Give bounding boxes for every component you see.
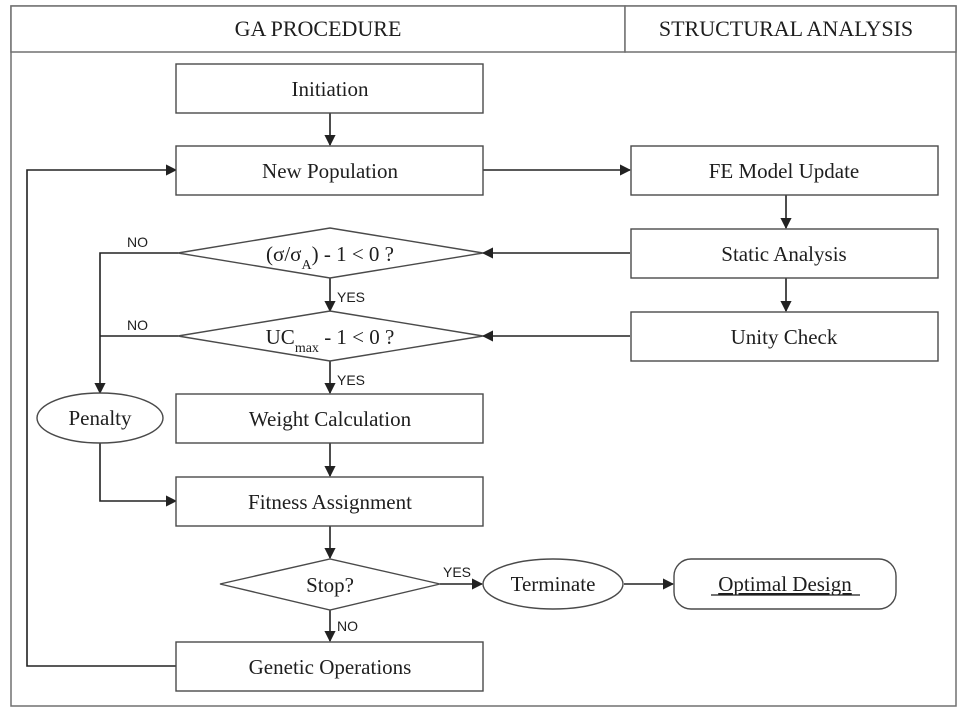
connectors bbox=[26, 113, 792, 667]
node-fitness-assignment: Fitness Assignment bbox=[175, 476, 484, 527]
svg-text:Optimal Design: Optimal Design bbox=[718, 572, 852, 596]
node-weight-calculation: Weight Calculation bbox=[175, 393, 484, 444]
decision-stress-check: (σ/σA) - 1 < 0 ? bbox=[177, 227, 484, 279]
label-stress-yes: YES bbox=[337, 289, 365, 305]
svg-text:Weight Calculation: Weight Calculation bbox=[249, 407, 412, 431]
svg-text:Stop?: Stop? bbox=[306, 573, 354, 597]
label-uc-no: NO bbox=[127, 317, 148, 333]
svg-text:Genetic Operations: Genetic Operations bbox=[249, 655, 412, 679]
node-static-analysis: Static Analysis bbox=[630, 228, 939, 279]
label-stop-yes: YES bbox=[443, 564, 471, 580]
node-unity-check: Unity Check bbox=[630, 311, 939, 362]
svg-text:New Population: New Population bbox=[262, 159, 398, 183]
node-terminate: Terminate bbox=[482, 558, 624, 610]
node-initiation: Initiation bbox=[175, 63, 484, 114]
svg-text:UCmax - 1 < 0 ?: UCmax - 1 < 0 ? bbox=[266, 325, 395, 356]
node-new-population: New Population bbox=[175, 145, 484, 196]
svg-text:Initiation: Initiation bbox=[292, 77, 369, 101]
svg-text:Fitness Assignment: Fitness Assignment bbox=[248, 490, 412, 514]
header-right-cell bbox=[624, 5, 957, 53]
node-genetic-operations: Genetic Operations bbox=[175, 641, 484, 692]
label-stress-no: NO bbox=[127, 234, 148, 250]
header-ga-procedure: GA PROCEDURE bbox=[235, 16, 402, 41]
svg-text:Unity Check: Unity Check bbox=[731, 325, 838, 349]
header-left-cell bbox=[10, 5, 626, 53]
header-structural-analysis: STRUCTURAL ANALYSIS bbox=[659, 16, 913, 41]
svg-text:FE Model Update: FE Model Update bbox=[709, 159, 859, 183]
svg-text:Static Analysis: Static Analysis bbox=[721, 242, 846, 266]
node-fe-model-update: FE Model Update bbox=[630, 145, 939, 196]
node-optimal-design: Optimal Design bbox=[673, 558, 897, 610]
decision-stop: Stop? bbox=[219, 558, 441, 611]
svg-text:(σ/σA) - 1 < 0 ?: (σ/σA) - 1 < 0 ? bbox=[266, 242, 394, 273]
label-stop-no: NO bbox=[337, 618, 358, 634]
decision-uc-check: UCmax - 1 < 0 ? bbox=[177, 310, 484, 362]
svg-text:Terminate: Terminate bbox=[511, 572, 596, 596]
node-penalty: Penalty bbox=[36, 392, 164, 444]
label-uc-yes: YES bbox=[337, 372, 365, 388]
svg-text:Penalty: Penalty bbox=[69, 406, 132, 430]
